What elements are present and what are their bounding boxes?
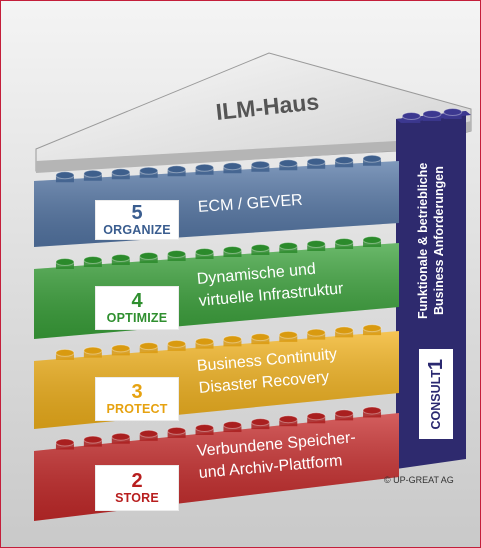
consult-number: 1 [424,358,447,370]
brick-stud-top [55,258,75,266]
brick-stud-top [278,159,298,168]
protect-label-box: 3 PROTECT [95,377,179,421]
brick-stud-top [250,244,270,252]
brick-stud-top [306,412,326,421]
organize-label-box: 5 ORGANIZE [95,200,179,240]
brick-stud-top [250,333,270,342]
brick-stud-top [222,335,242,344]
brick-stud-top [111,168,131,177]
brick-stud-top [195,163,215,172]
consult-keyword: CONSULT [429,369,443,430]
brick-stud-top [195,423,215,432]
brick-stud-top [139,429,159,438]
brick-stud-top [111,432,131,441]
optimize-keyword: OPTIMIZE [106,311,168,325]
organize-keyword: ORGANIZE [103,223,171,237]
protect-number: 3 [131,381,143,403]
store-label-box: 2 STORE [95,465,179,511]
brick-stud-top [222,421,242,430]
row-organize-studs [55,154,382,183]
copyright-text: © UP-GREAT AG [384,475,454,485]
brick-stud-top [167,250,187,258]
brick-stud-top [278,242,298,250]
brick-stud-top [139,252,159,260]
brick-stud-top [250,160,270,169]
brick-stud-top [167,165,187,174]
brick-stud-top [362,406,382,415]
brick-stud-top [278,330,298,339]
brick-stud-top [334,156,354,165]
brick-stud-top [362,154,382,163]
brick-stud-top [306,328,326,337]
brick-stud-top [334,238,354,246]
brick-stud-top [111,344,131,353]
brick-stud-top [306,157,326,166]
side-column-text: Funktionale & betriebliche Business Anfo… [415,141,447,341]
brick-stud-top [83,435,103,444]
brick-stud-top [306,240,326,248]
brick-stud-top [167,426,187,435]
brick-stud-top [195,248,215,256]
protect-keyword: PROTECT [106,402,168,416]
brick-stud-top [139,166,159,175]
brick-stud-top [55,348,75,357]
roof-edge [36,121,471,173]
brick-stud-top [362,324,382,333]
brick-stud-top [111,254,131,262]
brick-stud-top [83,256,103,264]
brick-stud-top [55,438,75,447]
brick-stud-top [334,409,354,418]
optimize-number: 4 [131,290,143,312]
brick-stud-top [422,110,442,118]
brick-stud-top [83,346,103,355]
consult-label-box: 1 CONSULT [419,349,453,439]
brick-stud-top [362,236,382,244]
brick-stud-top [278,415,298,424]
brick-stud-top [139,342,159,351]
brick-stud-top [167,339,187,348]
brick-stud-top [250,418,270,427]
row-optimize-studs [55,236,382,269]
row-protect-studs [55,324,382,360]
brick-stud-top [334,326,354,335]
row-store-studs [55,406,382,450]
brick-stud-top [55,171,75,180]
store-number: 2 [131,470,143,492]
side-text-line-2: Business Anforderungen [432,166,446,316]
store-keyword: STORE [115,491,159,505]
brick-stud-top [443,108,463,116]
brick-stud-top [222,246,242,254]
side-text-line-1: Funktionale & betriebliche [416,162,430,320]
brick-stud-top [83,169,103,178]
brick-stud-top [401,112,421,120]
optimize-label-box: 4 OPTIMIZE [95,286,179,330]
organize-number: 5 [131,202,143,224]
brick-stud-top [222,162,242,171]
brick-stud-top [195,337,215,346]
